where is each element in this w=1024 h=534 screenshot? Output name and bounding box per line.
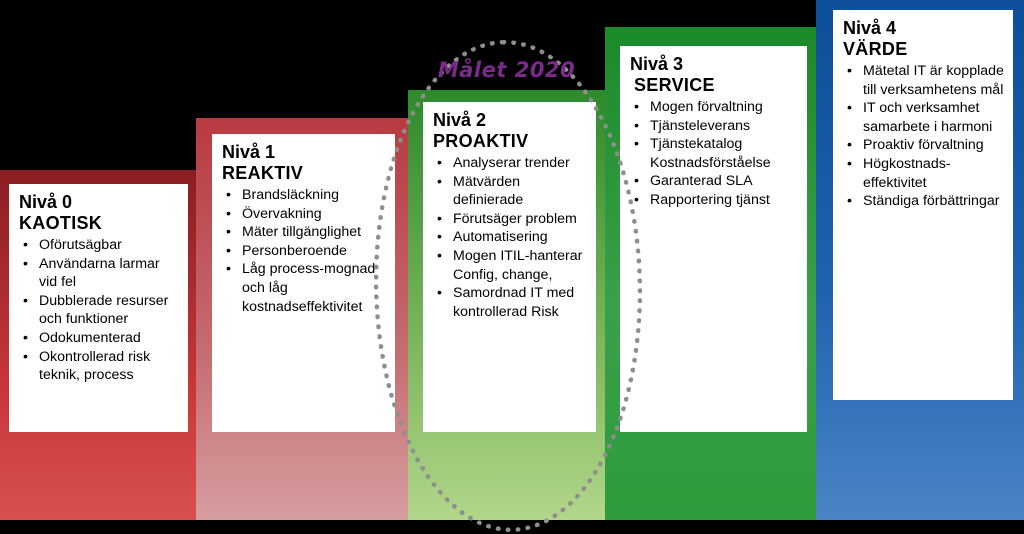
- list-item: Proaktiv förvaltning: [843, 136, 1005, 155]
- list-item: Okontrollerad risk teknik, process: [19, 348, 180, 385]
- goal-label: Målet 2020: [437, 58, 576, 82]
- list-item: Förutsäger problem: [433, 210, 588, 229]
- level-label: Nivå 4: [843, 18, 897, 38]
- level-label: Nivå 1: [222, 142, 276, 162]
- list-item: IT och verksamhet samarbete i harmoni: [843, 99, 1005, 136]
- card-level-1: Nivå 1 REAKTIV Brandsläckning Övervaknin…: [212, 134, 395, 432]
- item-list: Analyserar trender Mätvärden definierade…: [433, 154, 588, 321]
- list-item: Garanterad SLA: [630, 172, 799, 191]
- list-item: Högkostnads-effektivitet: [843, 155, 1005, 192]
- level-name: SERVICE: [634, 75, 715, 95]
- list-item: Mätetal IT är kopplade till verksamheten…: [843, 62, 1005, 99]
- list-item: Automatisering: [433, 228, 588, 247]
- list-item: Mäter tillgänglighet: [222, 223, 387, 242]
- list-item: Mogen ITIL-hanterar Config, change,: [433, 247, 588, 284]
- item-list: Brandsläckning Övervakning Mäter tillgän…: [222, 186, 387, 316]
- level-label: Nivå 2: [433, 110, 487, 130]
- item-list: Oförutsägbar Användarna larmar vid fel D…: [19, 236, 180, 385]
- list-item: Rapportering tjänst: [630, 191, 799, 210]
- level-name: KAOTISK: [19, 213, 103, 233]
- level-label: Nivå 0: [19, 192, 73, 212]
- list-item: Personberoende: [222, 242, 387, 261]
- list-item: Låg process-mognad och låg kostnadseffek…: [222, 260, 387, 316]
- list-item: Analyserar trender: [433, 154, 588, 173]
- list-item: Ständiga förbättringar: [843, 192, 1005, 211]
- card-level-4: Nivå 4 VÄRDE Mätetal IT är kopplade till…: [833, 10, 1013, 400]
- list-item: Samordnad IT med kontrollerad Risk: [433, 284, 588, 321]
- list-item: Övervakning: [222, 205, 387, 224]
- card-level-3: Nivå 3 SERVICE Mogen förvaltning Tjänste…: [620, 46, 807, 432]
- item-list: Mogen förvaltning Tjänsteleverans Tjänst…: [630, 98, 799, 210]
- card-level-2: Nivå 2 PROAKTIV Analyserar trender Mätvä…: [423, 102, 596, 432]
- list-item: Mätvärden definierade: [433, 173, 588, 210]
- level-name: PROAKTIV: [433, 131, 529, 151]
- list-item: Tjänstekatalog Kostnadsförståelse: [630, 135, 799, 172]
- baseline: [0, 520, 1024, 532]
- item-list: Mätetal IT är kopplade till verksamheten…: [843, 62, 1005, 211]
- card-level-0: Nivå 0 KAOTISK Oförutsägbar Användarna l…: [9, 184, 188, 432]
- list-item: Dubblerade resurser och funktioner: [19, 292, 180, 329]
- list-item: Mogen förvaltning: [630, 98, 799, 117]
- list-item: Oförutsägbar: [19, 236, 180, 255]
- level-name: REAKTIV: [222, 163, 304, 183]
- list-item: Användarna larmar vid fel: [19, 255, 180, 292]
- list-item: Tjänsteleverans: [630, 117, 799, 136]
- list-item: Odokumenterad: [19, 329, 180, 348]
- list-item: Brandsläckning: [222, 186, 387, 205]
- level-name: VÄRDE: [843, 39, 908, 59]
- level-label: Nivå 3: [630, 54, 684, 74]
